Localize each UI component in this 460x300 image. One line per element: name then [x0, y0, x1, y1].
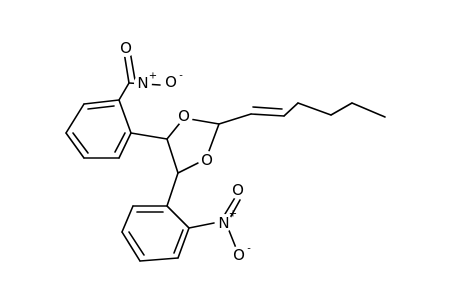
bond-aryl2-inner-a [173, 229, 184, 254]
bond-aryl2-c1 [166, 205, 190, 229]
bond-c5-c4 [166, 138, 179, 174]
ring-o-top-bg [175, 107, 193, 125]
bond-chain-double-b [252, 106, 283, 110]
nitro-top-o-terminal: O [120, 39, 132, 57]
atom-layer: O O N + O O - N + O O - [117, 39, 251, 264]
bond-c4-aryl1 [130, 132, 168, 140]
ring-o-bottom-bg [198, 151, 216, 169]
nitro-bottom-n: N [218, 214, 229, 232]
bond-aryl1-c4 [65, 132, 85, 159]
bond-nitro2-o-double-a [224, 195, 237, 215]
bond-aryl2-c3 [139, 257, 179, 262]
bond-aryl2-c2 [177, 227, 190, 259]
bond-aryl1-inner-c [114, 132, 126, 153]
bond-aryl1-c2 [83, 99, 120, 105]
nitro-top-o-charge: - [179, 71, 183, 82]
nitro-bottom-n-charge: + [229, 209, 237, 220]
bond-chain6 [351, 102, 386, 118]
bond-aryl2-c4 [121, 231, 141, 262]
bond-chain5 [330, 102, 353, 116]
nitro-bottom-o-side-bg [230, 246, 248, 264]
bond-nitro2-o-double-b [229, 199, 241, 219]
bond-chain-double-a [250, 113, 285, 117]
bond-aryl2-inner-b [128, 231, 145, 256]
ring-o-bottom: O [201, 151, 213, 169]
nitro-bottom-o-terminal: O [232, 181, 244, 199]
nitro-top-o-side-bg [162, 73, 180, 91]
bond-c2-chain1 [218, 113, 252, 125]
bond-aryl1-inner-b [72, 132, 89, 154]
bond-nitro1-o-double-a [123, 51, 130, 84]
nitro-bottom-o-charge: - [247, 244, 251, 255]
nitro-top-n-bg [134, 74, 152, 92]
nitro-bottom-o-terminal-bg [229, 181, 247, 199]
bond-nitro2-o-single [227, 227, 237, 249]
bond-chain4 [297, 102, 332, 116]
bond-aryl1-c1 [118, 99, 132, 134]
bond-chain3 [283, 102, 299, 117]
bond-aryl1-inner-a [87, 105, 115, 110]
nitro-bottom-o-side: O [233, 246, 245, 264]
bond-nitro1-o-double-b [129, 50, 136, 81]
nitro-top-o-side: O [165, 73, 177, 91]
nitro-top-n: N [137, 74, 148, 92]
bond-aryl1-c3 [65, 103, 85, 134]
ring-o-top: O [178, 107, 190, 125]
nitro-top-n-charge: + [149, 71, 157, 82]
nitro-bottom-n-bg [215, 214, 233, 232]
bond-aryl2-nitro [188, 222, 215, 229]
bond-aryl1-nitro [118, 82, 130, 101]
bond-c5-aryl2 [166, 172, 179, 207]
bond-aryl2-c5 [121, 205, 134, 233]
nitro-top-o-terminal-bg [117, 39, 135, 57]
bond-layer [65, 50, 386, 262]
bond-aryl1-c6 [118, 132, 132, 159]
